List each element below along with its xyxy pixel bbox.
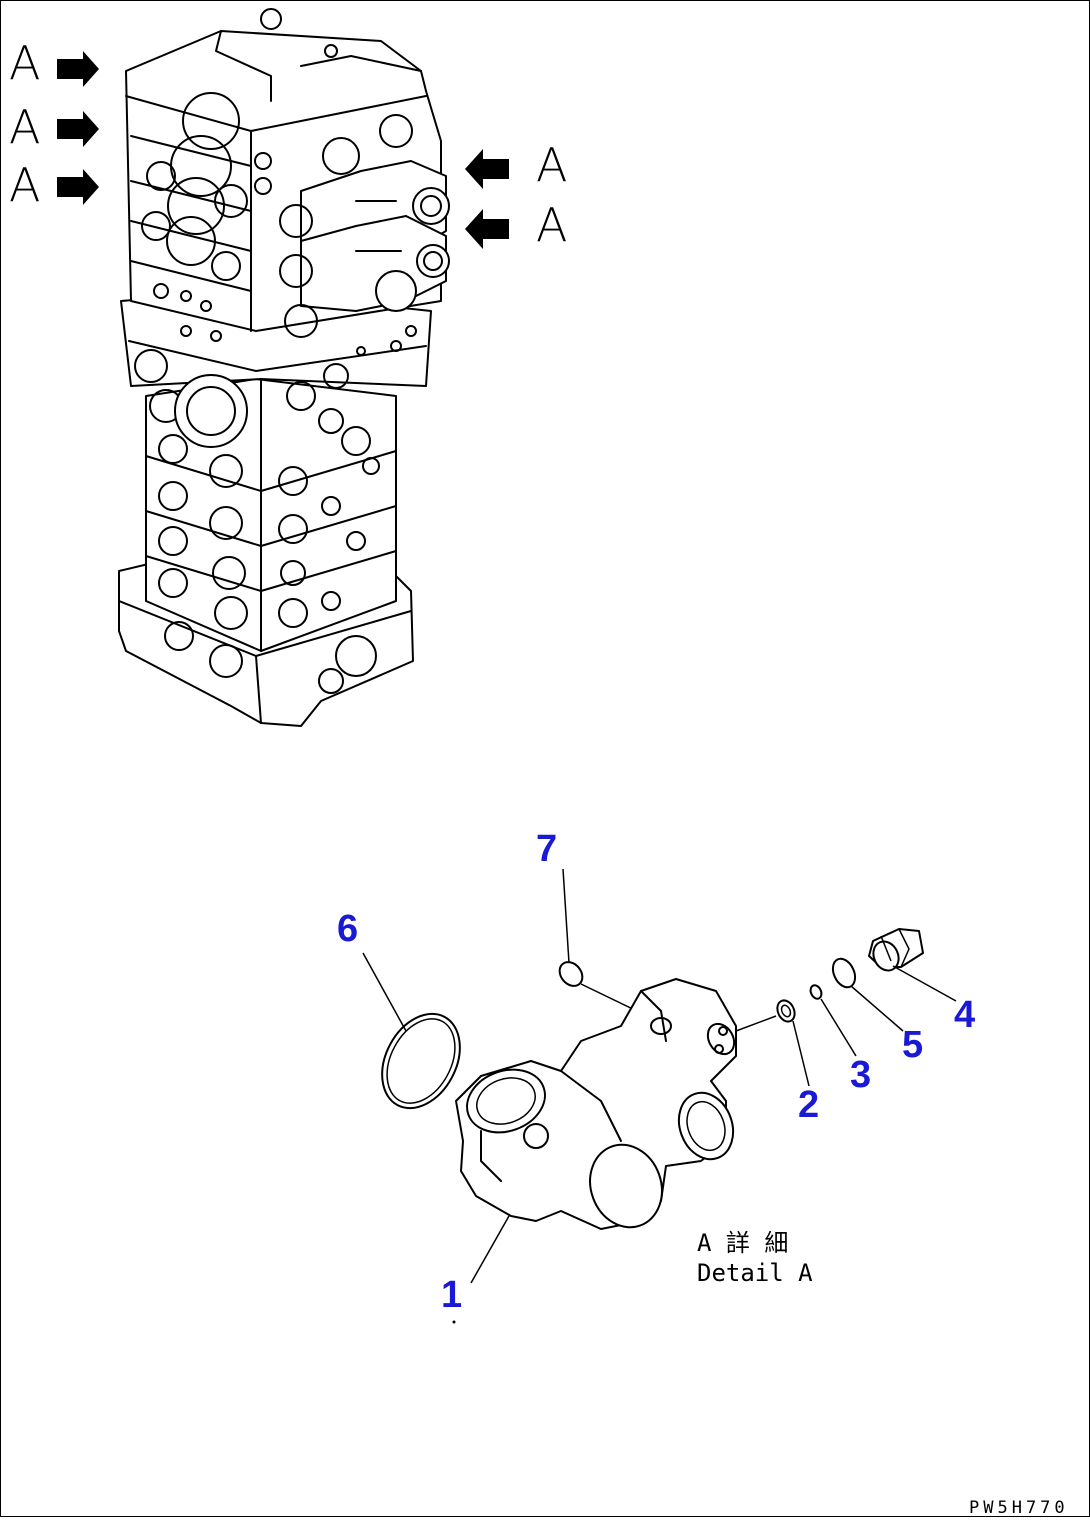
arrow-right-icon xyxy=(57,111,99,147)
view-marker-label: A xyxy=(9,158,40,212)
view-marker-label: A xyxy=(9,100,40,154)
callout-3: 3 xyxy=(850,1054,871,1096)
small-ring xyxy=(809,984,823,1000)
detail-caption-jp: A 詳 細 xyxy=(697,1229,788,1257)
view-markers-left: A A A xyxy=(9,36,99,212)
sleeve xyxy=(776,999,796,1023)
o-ring-plug xyxy=(831,957,857,989)
view-markers-right: A A xyxy=(465,138,567,252)
callout-2: 2 xyxy=(798,1084,819,1126)
detail-a-exploded-view xyxy=(362,868,957,1324)
view-marker-label: A xyxy=(536,138,567,192)
arrow-right-icon xyxy=(57,169,99,205)
leader-line-7 xyxy=(562,868,570,964)
callout-6: 6 xyxy=(337,908,358,950)
plug xyxy=(868,928,924,972)
detail-caption: A 詳 細 Detail A xyxy=(697,1229,813,1287)
o-ring-large xyxy=(381,1012,461,1110)
o-ring-small xyxy=(558,961,584,987)
leader-line-5 xyxy=(850,985,904,1032)
callout-4: 4 xyxy=(954,994,975,1036)
detail-caption-en: Detail A xyxy=(697,1259,813,1287)
control-valve-assembly xyxy=(118,8,450,727)
view-marker-label: A xyxy=(9,36,40,90)
callout-7: 7 xyxy=(536,828,557,870)
leader-line-6 xyxy=(362,952,407,1032)
leader-line-3 xyxy=(820,998,857,1057)
arrow-right-icon xyxy=(57,51,99,87)
leader-line-4 xyxy=(892,965,957,1002)
callout-1: 1 xyxy=(441,1274,462,1316)
valve-body xyxy=(455,978,777,1230)
arrow-left-icon xyxy=(465,209,509,249)
arrow-left-icon xyxy=(465,149,509,189)
leader-line-2 xyxy=(792,1020,810,1087)
leader-line-1 xyxy=(470,1215,510,1284)
part-callouts: 1 2 3 4 5 6 7 xyxy=(337,828,975,1316)
callout-5: 5 xyxy=(902,1024,923,1066)
view-marker-label: A xyxy=(536,198,567,252)
drawing-code: PW5H770 xyxy=(969,1498,1069,1518)
